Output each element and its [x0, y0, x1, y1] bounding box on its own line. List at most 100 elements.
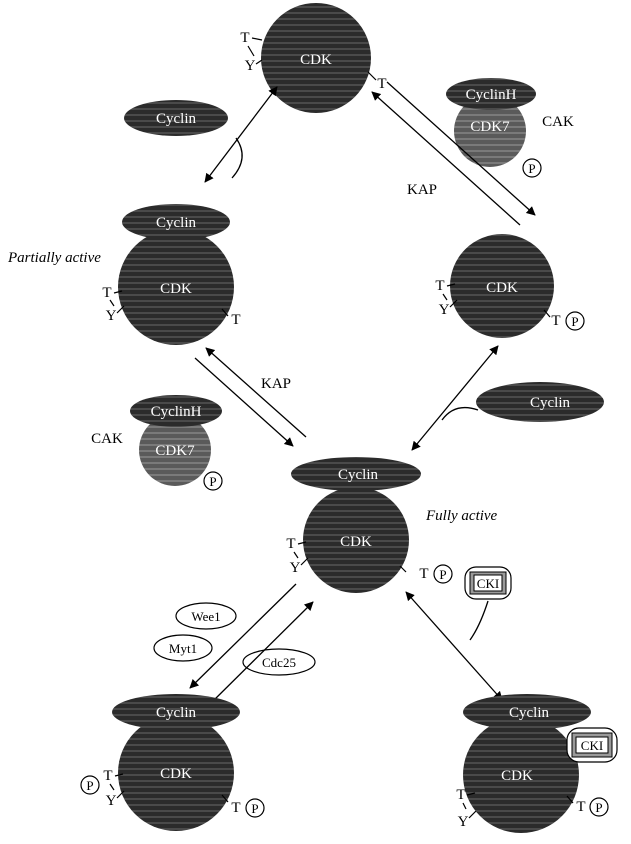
cdk7-sphere — [139, 414, 211, 486]
cdk7-sphere — [454, 95, 526, 167]
t-right-line — [221, 794, 229, 803]
cyclin-free-lower: Cyclin — [476, 382, 604, 422]
myt1-label: Myt1 — [169, 641, 197, 656]
cyclin-ellipse — [124, 100, 228, 136]
arrow-cki-curve — [469, 600, 489, 641]
y-residue-line — [468, 810, 477, 819]
t-right-label: T — [576, 799, 585, 815]
cdk-label: CDK — [160, 281, 192, 297]
arrow-cak-forward-lower — [194, 357, 294, 447]
phosphate-circle — [589, 797, 609, 817]
cdk-phospho-t: CDK T Y T P — [435, 234, 585, 338]
cdc25-ellipse — [242, 648, 316, 676]
phosphate-label: P — [528, 161, 535, 176]
cdk7-label: CDK7 — [155, 443, 195, 459]
cdk7-label: CDK7 — [470, 119, 510, 135]
cki-inner-box — [473, 574, 503, 592]
cki-free: CKI — [464, 566, 512, 600]
t-residue-line — [251, 37, 263, 41]
t-right-label: T — [377, 76, 386, 92]
t-residue-label: T — [103, 768, 112, 784]
cdk-label: CDK — [501, 768, 533, 784]
arrow-cyclin-to-cdk — [204, 86, 278, 183]
cki-inner-box — [575, 736, 609, 754]
arrow-inhibitory-phosphorylation — [189, 583, 297, 689]
t-right-line — [399, 565, 407, 573]
cki-label: CKI — [477, 576, 499, 591]
cak-label: CAK — [91, 431, 123, 447]
arrow-cki-binding — [405, 591, 503, 701]
ty-link-line — [109, 783, 115, 791]
y-residue-label: Y — [245, 58, 256, 74]
cyclin-label: Cyclin — [338, 467, 378, 483]
t-residue-label: T — [102, 285, 111, 301]
phosphate-circle-t — [245, 798, 265, 818]
kap-label-lower: KAP — [261, 376, 291, 392]
cyclin-ellipse — [291, 457, 421, 491]
phosphate-label-t: P — [251, 801, 258, 816]
cyclin-label: Cyclin — [530, 395, 570, 411]
cdc25-label: Cdc25 — [262, 655, 296, 670]
wee1-ellipse — [175, 602, 237, 630]
cak-complex-upper: CyclinH CDK7 P CAK — [446, 78, 574, 178]
ty-link-line — [462, 802, 467, 810]
ty-link-line — [442, 293, 448, 301]
arrow-kap-reverse-lower — [205, 347, 307, 438]
cdk-sphere — [463, 717, 579, 833]
ty-link-line — [293, 551, 299, 559]
wee1-badge: Wee1 — [175, 602, 237, 630]
t-residue-line — [114, 773, 124, 777]
cdk-label: CDK — [160, 766, 192, 782]
t-residue-line — [113, 290, 123, 294]
phosphate-circle — [565, 311, 585, 331]
fully-active-label: Fully active — [425, 508, 498, 524]
cyclin-label: Cyclin — [156, 111, 196, 127]
cyclin-ellipse — [476, 382, 604, 422]
myt1-badge: Myt1 — [153, 634, 213, 662]
cyclin-label: Cyclin — [509, 705, 549, 721]
phosphate-label: P — [571, 314, 578, 329]
cdk-cyclin-cki-bound: Cyclin CDK CKI T Y T P — [456, 694, 618, 833]
arrow-cyclin-binding-lower — [441, 406, 479, 421]
cdk-free: CDK T Y T — [240, 3, 387, 113]
arrow-dephosphorylation — [209, 601, 314, 705]
cyclin-ellipse — [463, 694, 591, 730]
phosphate-circle — [433, 564, 453, 584]
y-residue-label: Y — [106, 793, 117, 809]
phosphate-circle-y — [80, 775, 100, 795]
cdk-cyclin-fully-active: Cyclin CDK T Y T P — [286, 457, 453, 593]
cdk-sphere — [118, 229, 234, 345]
cyclinh-ellipse — [446, 78, 536, 110]
cdk-label: CDK — [486, 280, 518, 296]
t-right-line — [367, 71, 377, 81]
y-residue-line — [116, 305, 125, 314]
cdk-sphere — [450, 234, 554, 338]
y-residue-label: Y — [458, 814, 469, 830]
arrow-cyclin-to-phospho — [411, 345, 499, 451]
t-right-label: T — [419, 566, 428, 582]
myt1-ellipse — [153, 634, 213, 662]
arrow-cak-forward — [386, 81, 536, 216]
t-residue-line — [297, 541, 307, 545]
arrow-kap-reverse — [371, 91, 521, 226]
cyclin-label: Cyclin — [156, 705, 196, 721]
t-right-label: T — [551, 313, 560, 329]
ty-link-line — [247, 45, 255, 57]
t-residue-label: T — [286, 536, 295, 552]
cyclinh-ellipse — [130, 395, 222, 427]
arrow-cyclin-binding — [231, 137, 243, 179]
cdk-sphere — [261, 3, 371, 113]
cdk-label: CDK — [300, 52, 332, 68]
t-residue-label: T — [240, 30, 249, 46]
t-residue-line — [466, 792, 476, 796]
cyclinh-label: CyclinH — [151, 404, 202, 420]
phosphate-label: P — [439, 567, 446, 582]
cdk-label: CDK — [340, 534, 372, 550]
phosphate-circle — [522, 158, 542, 178]
y-residue-line — [300, 557, 309, 566]
partially-active-label: Partially active — [7, 250, 101, 266]
y-residue-label: Y — [290, 560, 301, 576]
y-residue-line — [116, 790, 125, 799]
wee1-label: Wee1 — [191, 609, 220, 624]
